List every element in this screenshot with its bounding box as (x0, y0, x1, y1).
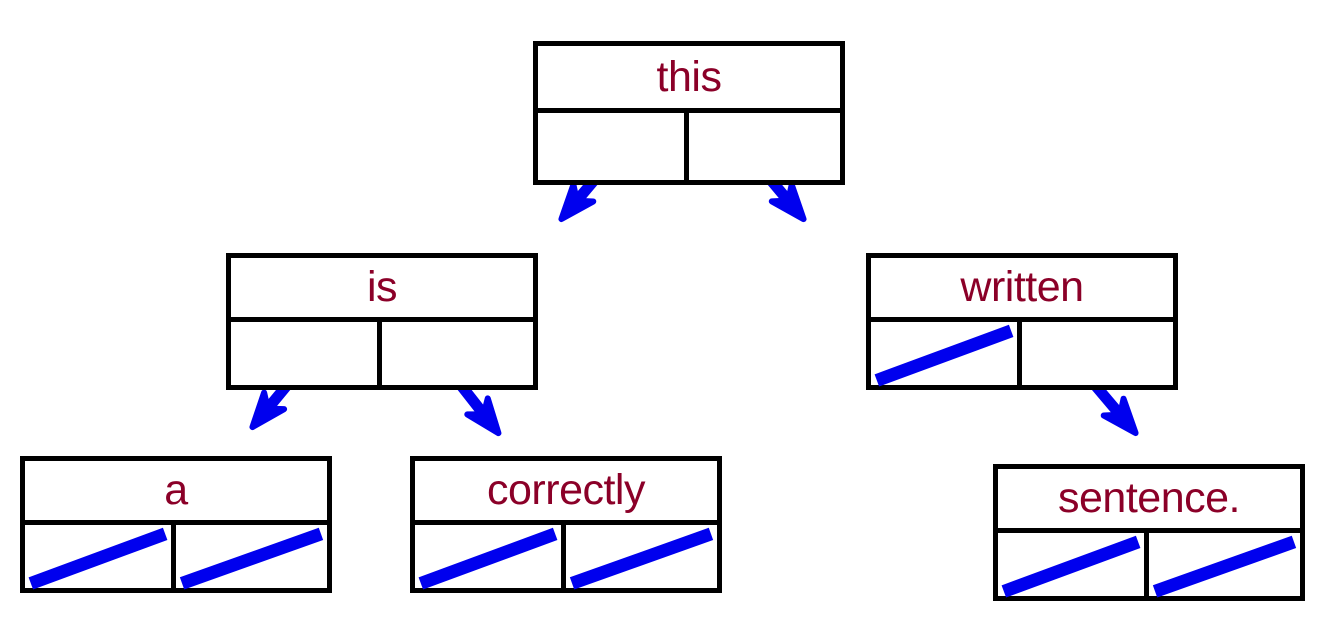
node-pointer-row (998, 532, 1300, 597)
arrow-head (1100, 395, 1139, 437)
node-pointer-row (415, 524, 717, 589)
node-value-label: sentence. (998, 469, 1300, 533)
left-pointer-cell[interactable] (231, 321, 382, 385)
left-pointer-cell[interactable] (871, 321, 1022, 386)
left-null-pointer-icon (25, 525, 171, 589)
right-null-pointer-icon (176, 525, 327, 589)
right-null-pointer-icon (1149, 533, 1300, 597)
left-pointer-cell[interactable] (415, 524, 566, 589)
left-null-pointer-icon (871, 322, 1017, 386)
arrow-head (464, 395, 502, 437)
right-pointer-cell[interactable] (1022, 322, 1173, 386)
node-value-label: this (538, 46, 840, 113)
right-pointer-cell[interactable] (176, 525, 327, 589)
node-pointer-row (538, 113, 840, 180)
node-pointer-row (231, 321, 533, 386)
node-pointer-row (25, 524, 327, 589)
node-value-label: a (25, 461, 327, 525)
left-pointer-cell[interactable] (25, 524, 176, 589)
tree-node-is[interactable]: is (226, 253, 538, 390)
tree-node-a[interactable]: a (20, 456, 332, 593)
left-pointer-cell[interactable] (538, 113, 689, 180)
right-pointer-cell[interactable] (689, 113, 840, 180)
node-pointer-row (871, 321, 1173, 386)
right-pointer-cell[interactable] (1149, 533, 1300, 597)
arrow-head (558, 181, 597, 223)
tree-node-this[interactable]: this (533, 41, 845, 185)
tree-node-sentence.[interactable]: sentence. (993, 464, 1305, 601)
tree-node-written[interactable]: written (866, 253, 1178, 390)
arrow-head (249, 389, 288, 431)
right-pointer-cell[interactable] (566, 525, 717, 589)
left-pointer-cell[interactable] (998, 532, 1149, 597)
right-null-pointer-icon (566, 525, 717, 589)
node-value-label: written (871, 258, 1173, 322)
left-null-pointer-icon (415, 525, 561, 589)
left-null-pointer-icon (998, 533, 1144, 597)
arrow-head (768, 181, 807, 223)
node-value-label: correctly (415, 461, 717, 525)
tree-node-correctly[interactable]: correctly (410, 456, 722, 593)
right-pointer-cell[interactable] (382, 322, 533, 386)
node-value-label: is (231, 258, 533, 322)
